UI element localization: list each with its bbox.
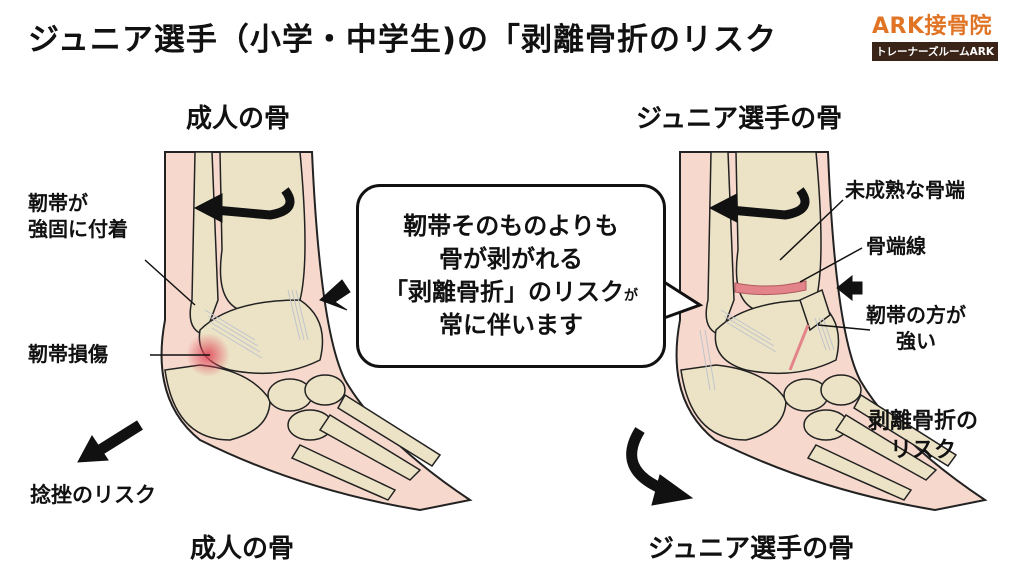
immature-epiphysis-label: 未成熟な骨端 bbox=[845, 178, 965, 202]
bubble-line-3: 「剥離骨折」のリスクが bbox=[384, 276, 638, 309]
adult-bone-heading: 成人の骨 bbox=[186, 104, 291, 134]
ligament-stronger-label: 靭帯の方が 強い bbox=[866, 302, 966, 354]
bubble-line-3-small: が bbox=[624, 288, 638, 304]
ligament-injury-label: 靭帯損傷 bbox=[28, 342, 108, 366]
growth-plate-label: 骨端線 bbox=[866, 234, 926, 258]
avulsion-risk-label: 剥離骨折の リスク bbox=[868, 408, 978, 465]
junior-bone-heading: ジュニア選手の骨 bbox=[636, 104, 843, 134]
leader-lines bbox=[144, 199, 871, 356]
speech-bubble: 靭帯そのものよりも 骨が剥がれる 「剥離骨折」のリスクが 常に伴います bbox=[356, 184, 666, 368]
sprain-risk-label: 捻挫のリスク bbox=[30, 483, 156, 507]
adult-bone-caption: 成人の骨 bbox=[190, 534, 295, 564]
page-title: ジュニア選手（小学・中学生)の「剥離骨折のリスク bbox=[28, 22, 777, 58]
junior-bone-caption: ジュニア選手の骨 bbox=[648, 534, 855, 564]
ligament-attach-line2: 強固に付着 bbox=[28, 217, 128, 241]
bubble-tail bbox=[663, 280, 704, 320]
bubble-line-1: 靭帯そのものよりも bbox=[403, 211, 619, 240]
bubble-line-4: 常に伴います bbox=[439, 311, 583, 340]
ligament-stronger-line1: 靭帯の方が bbox=[866, 303, 966, 327]
bubble-line-3-main: 「剥離骨折」のリスク bbox=[384, 278, 624, 306]
arrow-icons bbox=[77, 187, 863, 506]
adult-ankle-illustration bbox=[160, 151, 473, 512]
avulsion-risk-line2: リスク bbox=[890, 437, 957, 463]
ligament-attach-label: 靭帯が 強固に付着 bbox=[28, 190, 128, 242]
bubble-line-2: 骨が剥がれる bbox=[439, 244, 583, 273]
clinic-logo: ARK接骨院 トレーナーズルームARK bbox=[872, 8, 1022, 61]
ligament-stronger-line2: 強い bbox=[896, 329, 936, 353]
logo-main-text: ARK接骨院 bbox=[872, 14, 993, 39]
avulsion-risk-line1: 剥離骨折の bbox=[868, 409, 979, 434]
logo-sub-text: トレーナーズルームARK bbox=[872, 42, 999, 61]
ligament-attach-line1: 靭帯が bbox=[28, 191, 88, 215]
